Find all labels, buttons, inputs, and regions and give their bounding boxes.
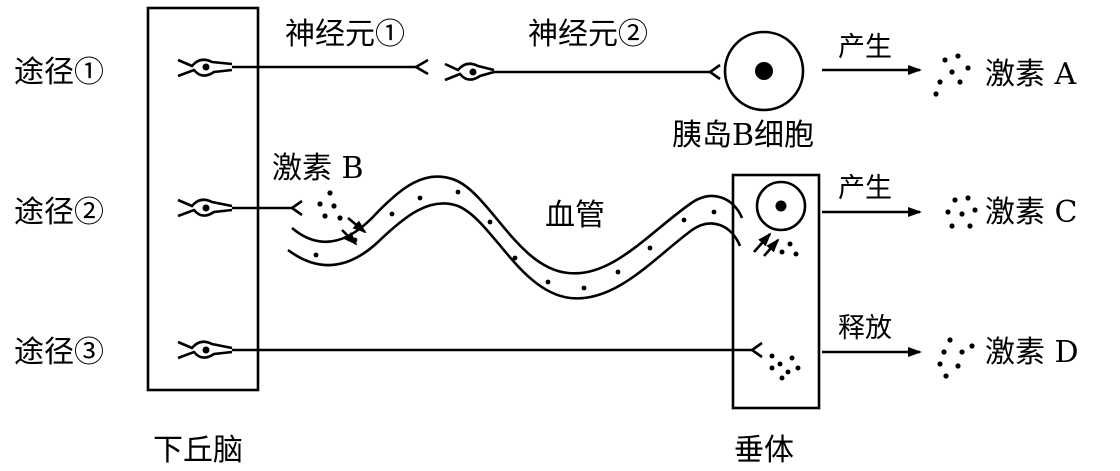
- hormone-c-label: 激素 C: [985, 195, 1078, 230]
- pathway-1: 神经元① 神经元② 胰岛B细胞 产生 激素 A: [177, 17, 1077, 153]
- pituitary-target-cell: [755, 180, 807, 232]
- pathway-1-label: 途径①: [14, 55, 104, 90]
- hormone-a-dots: [933, 53, 971, 97]
- pathway-3-label: 途径③: [14, 335, 104, 370]
- release-label: 释放: [838, 313, 892, 344]
- blood-vessel: [287, 175, 744, 300]
- blood-vessel-dots: [313, 189, 717, 291]
- hormone-d-label: 激素 D: [985, 335, 1079, 370]
- neuron-icon: [177, 58, 233, 78]
- pathway-2-label: 途径②: [14, 195, 104, 230]
- neuron-icon: [177, 198, 233, 218]
- hormone-b-dots: [317, 190, 343, 221]
- produce-label-1: 产生: [838, 32, 892, 63]
- pituitary-secretion-dots: [779, 241, 799, 257]
- neuron-icon: [444, 62, 495, 82]
- pathway-2: 激素 B 血管: [177, 151, 1078, 300]
- islet-b-cell: [723, 30, 805, 112]
- pituitary-storage-dots: [769, 353, 801, 381]
- neuron-icon: [177, 340, 233, 360]
- hypothalamus-label: 下丘脑: [153, 433, 243, 468]
- pituitary-label: 垂体: [734, 433, 794, 468]
- pathway-3: 释放 激素 D: [177, 313, 1079, 381]
- neuron-1-label: 神经元①: [285, 17, 405, 52]
- neuron-2-label: 神经元②: [528, 17, 648, 52]
- pituitary-box: [731, 173, 821, 410]
- hormone-b-label: 激素 B: [272, 151, 364, 186]
- blood-vessel-label: 血管: [545, 198, 605, 233]
- islet-b-cell-label: 胰岛B细胞: [672, 118, 814, 153]
- hormone-c-dots: [945, 195, 978, 229]
- produce-label-2: 产生: [838, 173, 892, 204]
- hormone-a-label: 激素 A: [985, 57, 1077, 92]
- hormone-d-dots: [937, 337, 975, 379]
